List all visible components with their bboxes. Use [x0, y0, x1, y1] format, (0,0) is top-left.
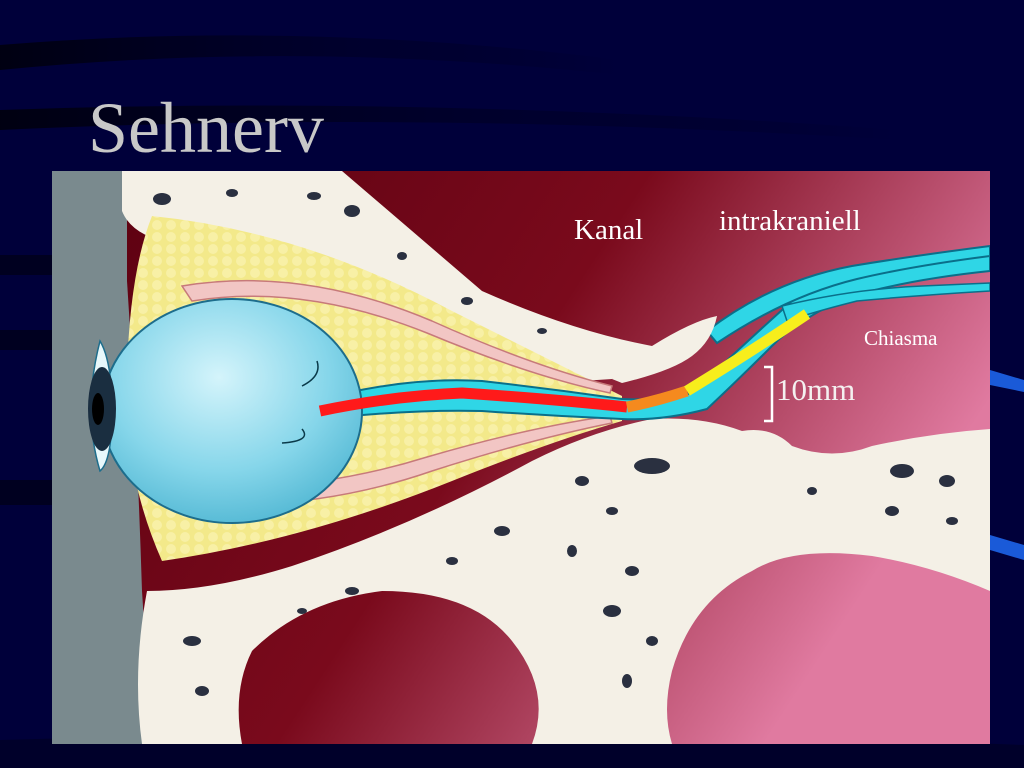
label-scale-10mm: 10mm: [776, 372, 856, 407]
label-intrakraniell: intrakraniell: [719, 205, 861, 237]
superior-rectus-muscle: [180, 279, 613, 394]
background-streak: [990, 535, 1024, 560]
scale-bracket: [764, 365, 774, 423]
background-streak: [0, 255, 52, 275]
skull-base-bone: [138, 418, 990, 744]
label-kanal: Kanal: [574, 214, 644, 246]
orbital-roof-bone: [122, 171, 717, 381]
background-streak: [0, 105, 900, 140]
retinal-vessel: [301, 360, 319, 387]
nerve-segments: [318, 309, 811, 417]
segment-orbital: [318, 387, 628, 417]
optic-nerve-illustration: [52, 171, 990, 744]
background-streak: [0, 330, 52, 350]
anterior-clinoid-process: [612, 316, 717, 383]
slide-title: Sehnerv: [88, 88, 324, 168]
segment-intracranial: [684, 309, 811, 396]
background-streak: [0, 35, 620, 75]
optic-tract: [781, 282, 990, 322]
bone-foramina: [153, 189, 958, 696]
optic-nerve: [306, 251, 990, 423]
label-chiasma: Chiasma: [864, 326, 938, 350]
background-streak: [0, 480, 52, 505]
background-streak: [990, 370, 1024, 392]
optic-tract: [705, 244, 990, 345]
segment-canal: [625, 385, 689, 413]
pupil: [92, 393, 104, 425]
retinal-vessel: [281, 428, 306, 444]
